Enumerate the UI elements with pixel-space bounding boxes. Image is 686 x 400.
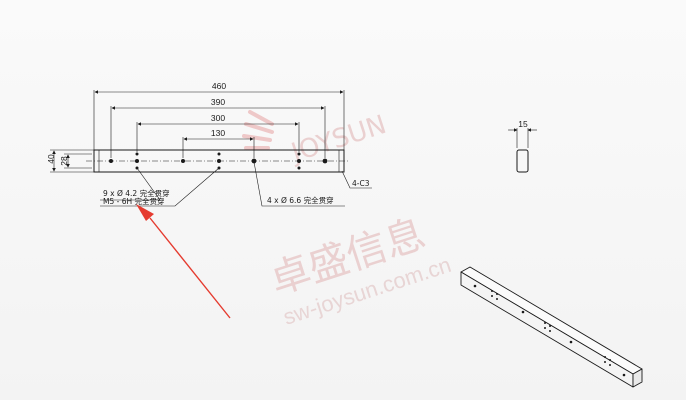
callout-thru-holes-2: M5 - 6H 完全贯穿 (103, 196, 165, 206)
dimension-460 (93, 90, 345, 150)
dimension-300-label: 300 (211, 113, 225, 123)
callout-chamfer: 4-C3 (352, 179, 370, 188)
watermark-logo (242, 110, 274, 150)
isometric-view (460, 266, 643, 388)
dimension-40 (50, 149, 94, 173)
side-view (508, 128, 537, 173)
bar-front-view (86, 149, 350, 173)
dimension-28-label: 28 (59, 156, 69, 166)
dimension-390-label: 390 (211, 97, 225, 107)
leader-chamfer (341, 170, 372, 189)
dimension-300 (136, 122, 300, 152)
dimension-28 (64, 153, 92, 169)
callout-large-holes: 4 x Ø 6.6 完全贯穿 (267, 195, 334, 205)
dimension-390 (110, 106, 326, 158)
dimension-460-label: 460 (212, 81, 226, 91)
callout-thru-holes-1: 9 x Ø 4.2 完全贯穿 (103, 188, 170, 198)
dimension-130-label: 130 (211, 128, 225, 138)
leader-large-holes (253, 161, 345, 207)
leader-small-holes (100, 167, 220, 207)
dimension-40-label: 40 (46, 154, 56, 164)
hole-markers (109, 152, 328, 170)
watermark-brand-latin: JOYSUN (286, 110, 390, 169)
dimension-130 (182, 137, 255, 158)
dimension-15-label: 15 (518, 119, 528, 129)
red-arrow (136, 204, 231, 319)
watermark: JOYSUN 卓盛信息 sw-joysun.com.cn (242, 110, 454, 330)
